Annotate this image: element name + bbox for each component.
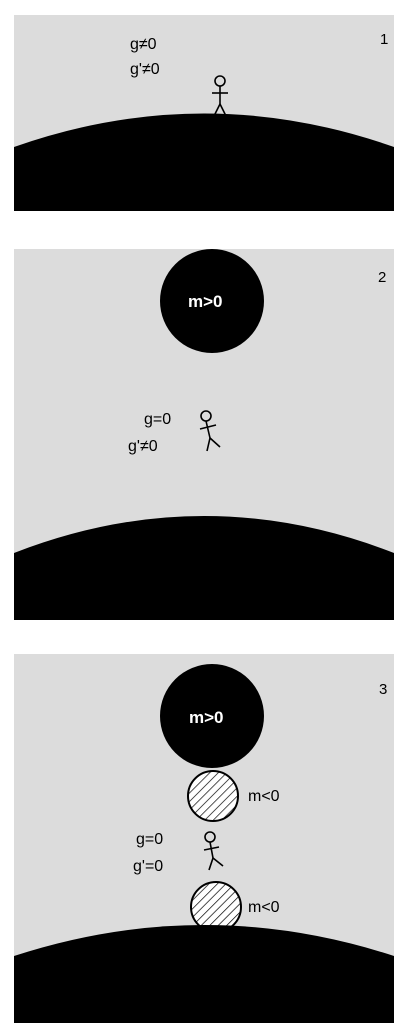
- stick-figure: [204, 832, 223, 870]
- planet-surface: [14, 925, 394, 1023]
- panel-number: 1: [380, 31, 388, 48]
- panel-number: 2: [378, 269, 386, 286]
- panel-1-graphics: [14, 15, 394, 211]
- negative-mass-bottom-label: m<0: [248, 900, 280, 916]
- stick-figure: [212, 76, 228, 116]
- planet-surface: [14, 114, 394, 212]
- negative-mass-top-circle: [188, 771, 238, 821]
- positive-mass-label: m>0: [188, 293, 223, 310]
- negative-mass-top-label: m<0: [248, 789, 280, 805]
- positive-mass-label: m>0: [189, 709, 224, 726]
- gravity-gradient-label: g'≠0: [128, 439, 158, 455]
- panel-1: 1 g≠0 g'≠0: [14, 15, 394, 211]
- panel-2: 2 m>0 g=0 g'≠0: [14, 249, 394, 620]
- gravity-gradient-label: g'≠0: [130, 62, 160, 78]
- gravity-gradient-label: g'=0: [133, 859, 163, 875]
- panel-3: 3 m>0 m<0 m<0 g=0 g'=0: [14, 654, 394, 1023]
- stick-figure: [200, 411, 220, 451]
- gravity-label: g=0: [136, 832, 163, 848]
- planet-surface: [14, 516, 394, 620]
- gravity-label: g=0: [144, 412, 171, 428]
- panel-number: 3: [379, 681, 387, 698]
- negative-mass-bottom-circle: [191, 882, 241, 932]
- gravity-label: g≠0: [130, 37, 157, 53]
